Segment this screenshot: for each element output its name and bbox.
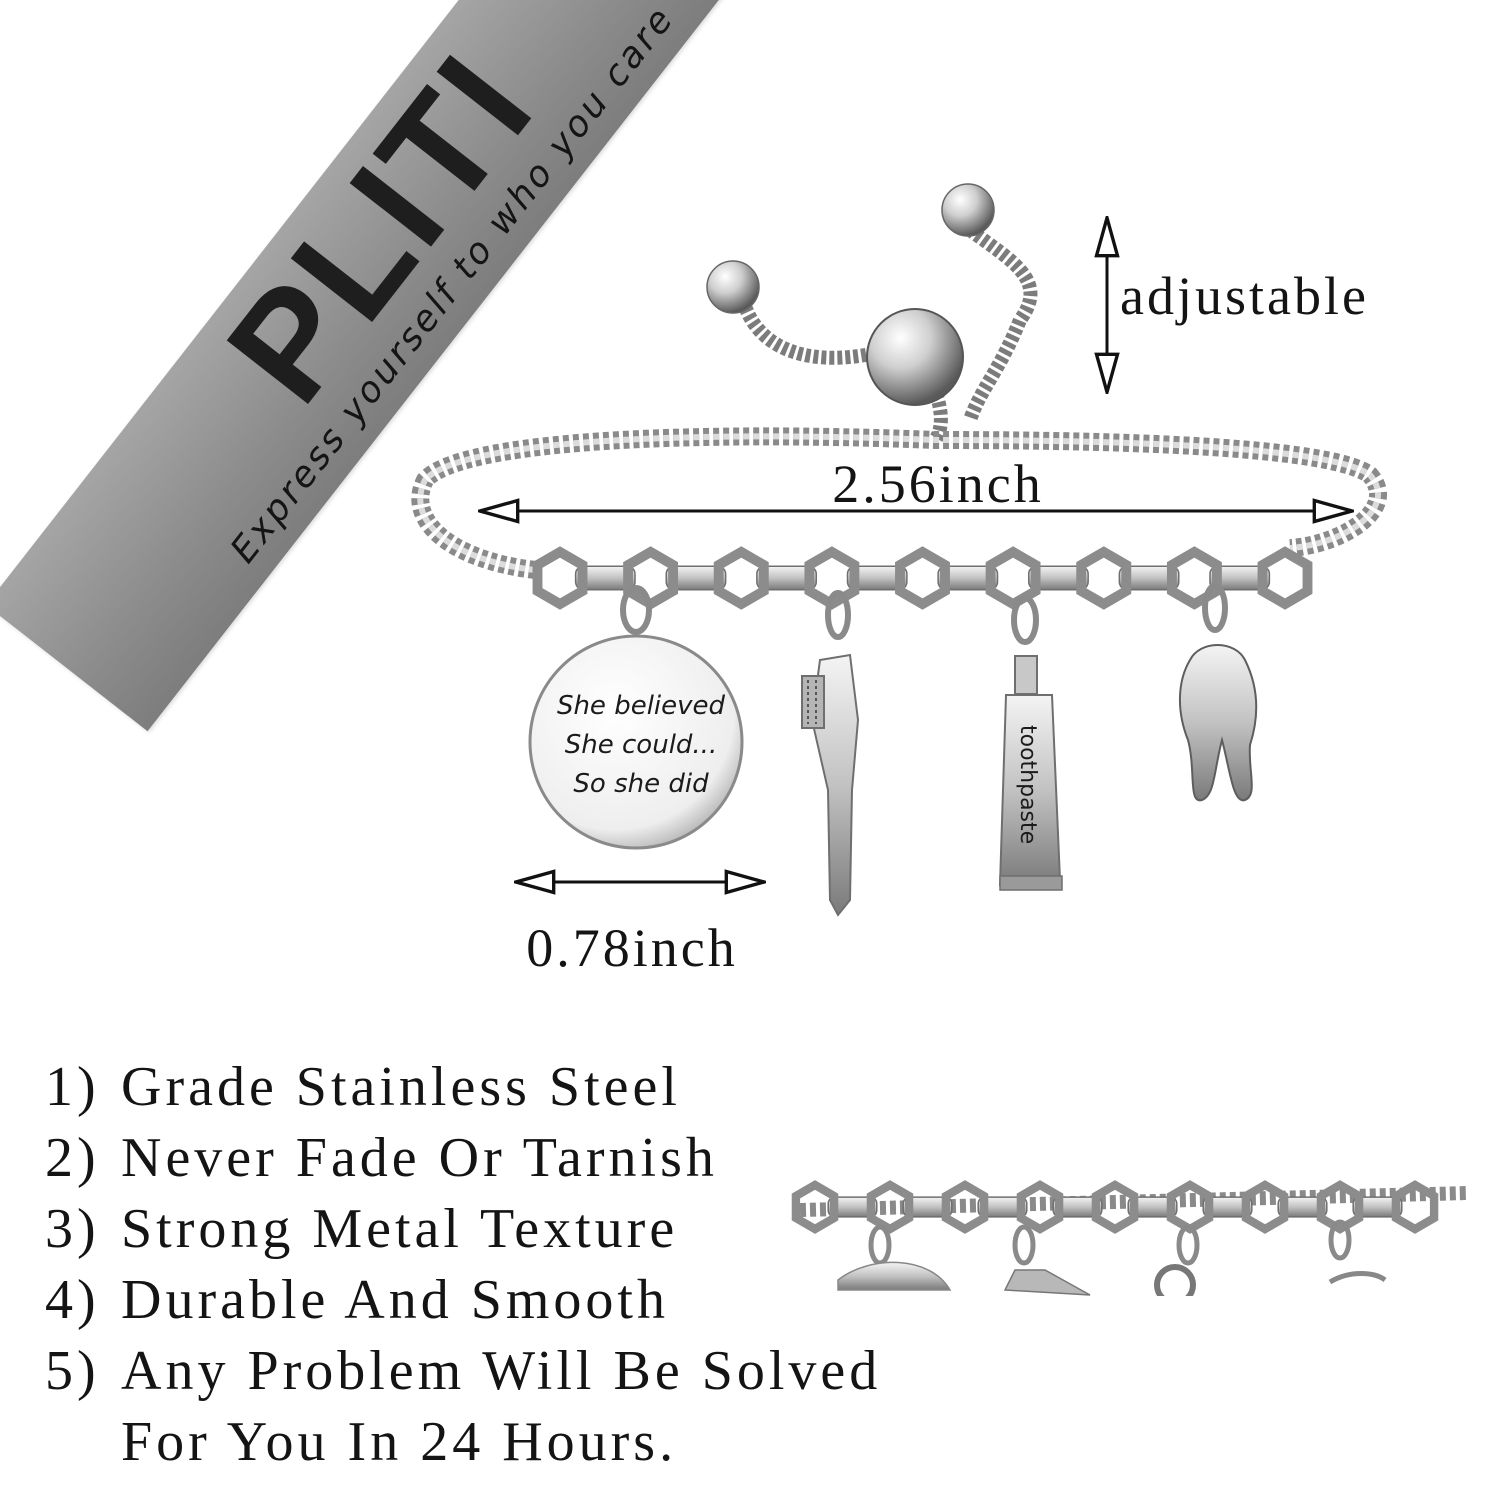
feature-item: 5) Any Problem Will Be Solved For You In…	[45, 1336, 881, 1478]
slider-chain-right	[963, 224, 1038, 423]
hex-link	[1241, 1180, 1289, 1234]
chain-bar-link	[827, 1196, 878, 1218]
adjustable-label: adjustable	[1120, 266, 1369, 326]
length-label: 2.56inch	[832, 454, 1043, 514]
hex-link	[1076, 546, 1132, 610]
hex-link	[791, 1180, 839, 1234]
slider-chain-left	[736, 297, 948, 445]
end-bead-right	[941, 183, 995, 237]
charm-width-dimension: 0.78inch	[518, 882, 762, 978]
chain-bar-link	[977, 1196, 1028, 1218]
charm-text-line-1: She believed	[557, 691, 726, 721]
feature-number: 3)	[45, 1198, 100, 1260]
chain-bar-link	[1127, 1196, 1178, 1218]
charm-text-line-3: So she did	[573, 769, 709, 799]
chain-bar-link	[1202, 1196, 1253, 1218]
hex-link	[866, 1180, 914, 1234]
chain-bar-link	[937, 565, 999, 591]
hex-link	[713, 546, 769, 610]
toothpaste-label: toothpaste	[1015, 725, 1040, 844]
height-dimension: adjustable	[1107, 220, 1369, 390]
toothpaste-charm: toothpaste	[998, 595, 1063, 891]
round-disc-charm: She believed She could... So she did	[528, 585, 744, 850]
feature-text: Grade Stainless Steel	[121, 1056, 681, 1118]
chain-bar-link	[846, 565, 908, 591]
hex-link	[895, 546, 950, 610]
feature-list: 1) Grade Stainless Steel 2) Never Fade O…	[45, 1052, 881, 1478]
hex-link	[1091, 1180, 1139, 1234]
hex-link	[532, 546, 588, 610]
toothbrush-charm	[801, 590, 860, 917]
feature-item: 1) Grade Stainless Steel	[45, 1052, 881, 1123]
bracelet-detail-view	[775, 1180, 1500, 1326]
hex-link	[1257, 546, 1313, 610]
feature-number: 2)	[45, 1127, 100, 1189]
tooth-charm	[1179, 583, 1258, 802]
length-dimension: 2.56inch	[482, 454, 1350, 514]
hex-link	[985, 546, 1041, 610]
feature-number: 1)	[45, 1056, 100, 1118]
feature-item: 3) Strong Metal Texture	[45, 1194, 881, 1265]
hex-link	[1016, 1180, 1064, 1234]
chain-bar-link	[665, 565, 727, 591]
feature-text: Durable And Smooth	[121, 1269, 669, 1331]
feature-item: 4) Durable And Smooth	[45, 1265, 881, 1336]
hex-link	[1316, 1180, 1364, 1234]
feature-item: 2) Never Fade Or Tarnish	[45, 1123, 881, 1194]
charm-width-label: 0.78inch	[526, 918, 737, 978]
feature-text: Any Problem Will Be Solved For You In 24…	[121, 1340, 882, 1473]
charm-bar	[532, 546, 1313, 610]
chain-bar-link	[1209, 565, 1271, 591]
end-bead-left	[706, 260, 760, 314]
feature-number: 5)	[45, 1340, 100, 1402]
chain-bar-link	[1277, 1196, 1328, 1218]
chain-bar-link	[1052, 1196, 1103, 1218]
chain-bar-link	[574, 565, 636, 591]
feature-text: Strong Metal Texture	[121, 1198, 679, 1260]
hex-link	[1391, 1180, 1439, 1234]
slider-bead	[866, 308, 964, 406]
hex-link	[1166, 546, 1222, 610]
feature-number: 4)	[45, 1269, 100, 1331]
chain-bar-link	[1027, 565, 1089, 591]
chain-bar-link	[1118, 565, 1180, 591]
hex-link	[941, 1180, 989, 1234]
main-bracelet	[411, 183, 1387, 610]
chain-bar-link	[756, 565, 818, 591]
feature-text: Never Fade Or Tarnish	[121, 1127, 718, 1189]
chain-bar-link	[1352, 1196, 1403, 1218]
charm-text-line-2: She could...	[565, 730, 717, 760]
chain-bar-link	[902, 1196, 953, 1218]
